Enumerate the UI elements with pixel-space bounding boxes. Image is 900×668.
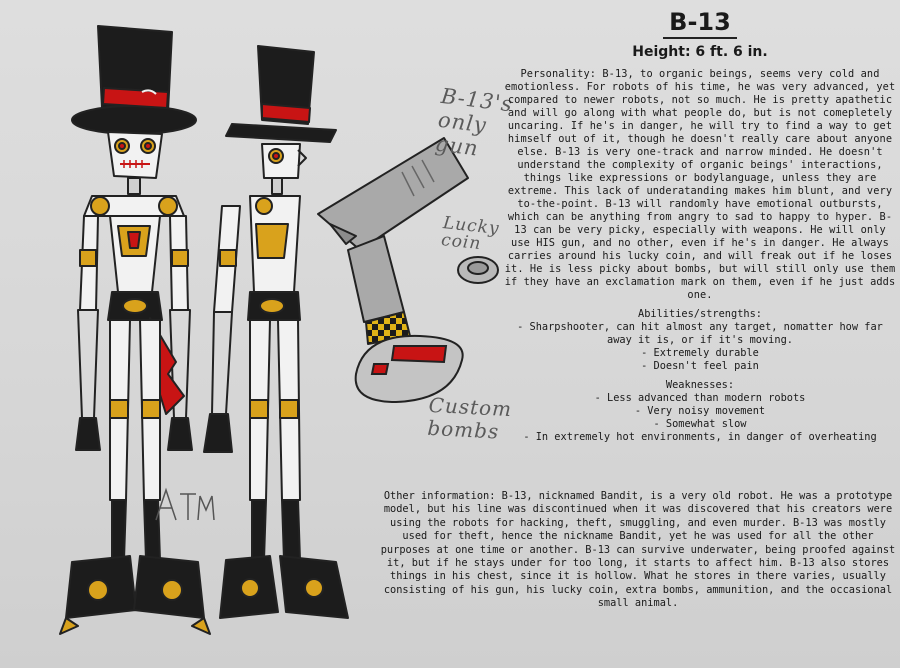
- artist-signature: [155, 487, 215, 521]
- weakness-item: - Somewhat slow: [653, 418, 747, 430]
- weaknesses-title: Weaknesses:: [665, 379, 735, 391]
- lucky-coin-icon: [457, 256, 499, 284]
- weakness-item: - In extremely hot environments, in dang…: [523, 431, 877, 443]
- weaknesses-list: - Less advanced than modern robots - Ver…: [504, 392, 896, 444]
- coin-caption: Lucky coin: [440, 213, 501, 255]
- character-drawings: [59, 25, 499, 635]
- character-height: Height: 6 ft. 6 in.: [632, 44, 768, 60]
- personality-text: Personality: B-13, to organic beings, se…: [504, 68, 896, 301]
- gun-caption: B-13's only gun: [433, 83, 515, 161]
- weakness-item: - Very noisy movement: [634, 405, 766, 417]
- weakness-item: - Less advanced than modern robots: [594, 392, 806, 404]
- robot-front-view: [59, 25, 211, 635]
- ability-item: - Extremely durable: [641, 347, 759, 359]
- ability-item: - Sharpshooter, can hit almost any targe…: [517, 321, 883, 346]
- info-column: B-13 Height: 6 ft. 6 in. Personality: B-…: [504, 6, 896, 450]
- ability-item: - Doesn't feel pain: [641, 360, 759, 372]
- top-hat-icon: [71, 25, 197, 135]
- abilities-title: Abilities/strengths:: [638, 308, 762, 320]
- side-top-hat-icon: [225, 45, 337, 143]
- abilities-list: - Sharpshooter, can hit almost any targe…: [504, 321, 896, 373]
- character-title: B-13: [663, 8, 737, 39]
- robot-side-view: [203, 45, 349, 619]
- custom-bomb-icon: [354, 334, 464, 404]
- other-information-text: Other information: B-13, nicknamed Bandi…: [380, 490, 896, 610]
- bombs-caption: Custom bombs: [426, 392, 513, 444]
